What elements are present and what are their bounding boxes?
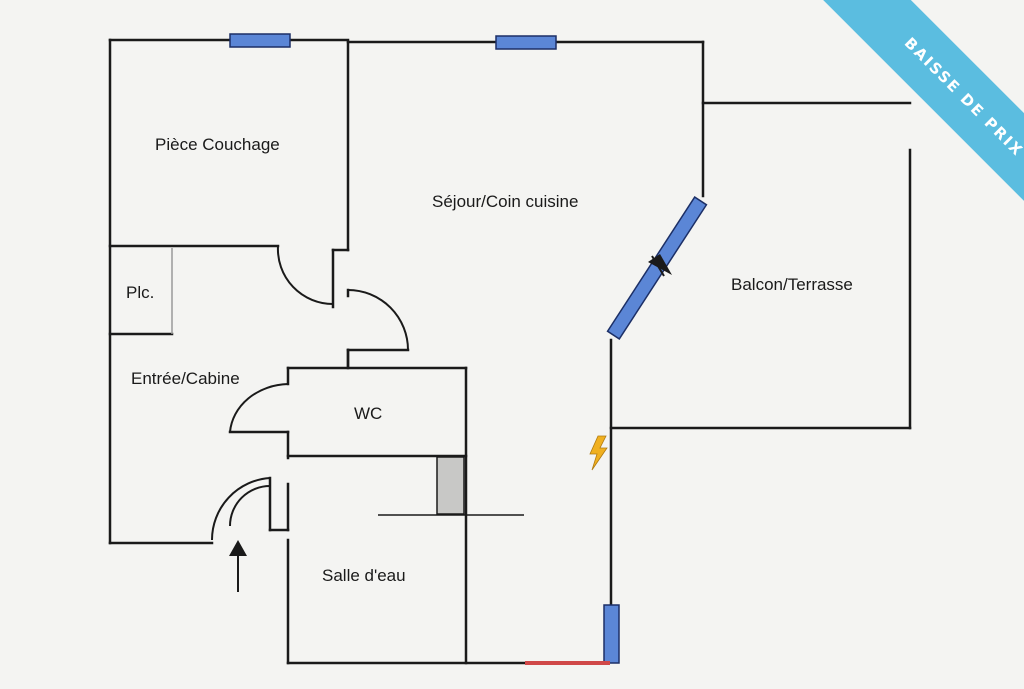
room-label-wc: WC [354, 404, 382, 423]
window-bay [606, 196, 708, 340]
shower-column [436, 456, 465, 515]
room-label-balcon: Balcon/Terrasse [731, 275, 853, 294]
electric-meter-icon [589, 435, 608, 471]
room-label-entree: Entrée/Cabine [131, 369, 240, 388]
room-label-placard: Plc. [126, 283, 154, 302]
window-bedroom [229, 33, 291, 48]
room-label-sejour: Séjour/Coin cuisine [432, 192, 578, 211]
doors [210, 245, 410, 541]
balcony-arrow-icon [648, 254, 672, 277]
entry-arrow-icon [229, 540, 247, 592]
window-sejour [495, 35, 557, 50]
walls [108, 38, 912, 665]
room-label-salle-eau: Salle d'eau [322, 566, 406, 585]
windows [229, 33, 708, 664]
room-label-piece-couchage: Pièce Couchage [155, 135, 280, 154]
window-right [603, 604, 620, 664]
